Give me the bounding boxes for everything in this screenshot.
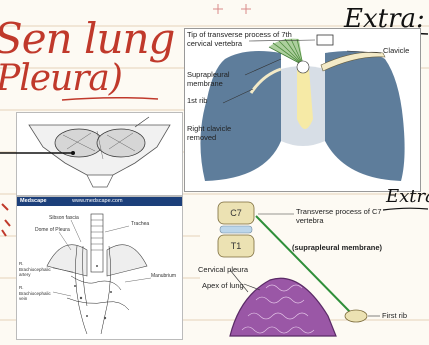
label-apex-of-lung: Apex of lung: [202, 282, 244, 291]
note-title-line2: Pleura): [0, 58, 122, 99]
label-transverse-process: Transverse process of C7 vertebra: [296, 208, 382, 225]
label-right-clavicle: Right clavicle removed: [187, 125, 243, 142]
note-title-line1: Sen lung: [0, 14, 174, 63]
label-cervical-pleura: Cervical pleura: [198, 266, 248, 275]
red-mark: [0, 200, 14, 240]
medscape-figure: Medscape www.medscape.com: [16, 196, 183, 340]
medscape-header: Medscape www.medscape.com: [17, 197, 182, 206]
figure-lung-apex: C7 T1 Transverse process of C7 vertebra …: [200, 196, 429, 340]
medscape-label-sibson: Sibson fascia: [49, 215, 79, 222]
label-first-rib: 1st rib: [187, 97, 207, 106]
label-clavicle: Clavicle: [383, 47, 409, 56]
medscape-url: www.medscape.com: [72, 198, 122, 204]
title-underline: [60, 94, 160, 104]
medscape-label-manubrium: Manubrium: [151, 273, 176, 280]
vertebra-t1-label: T1: [218, 241, 254, 251]
label-suprapleural-membrane: (suprapleural membrane): [292, 244, 382, 253]
medscape-label-artery: R. Brachiocephalic artery: [19, 261, 55, 278]
medscape-label-vein: R. Brachiocephalic vein: [19, 285, 55, 302]
figure-thoracic-inlet: Tip of transverse process of 7th cervica…: [184, 28, 421, 192]
vertebra-c7-label: C7: [218, 208, 254, 218]
label-suprapleural: Suprapleural membrane: [187, 71, 247, 88]
pointer-line: [0, 148, 80, 158]
label-tip-transverse: Tip of transverse process of 7th cervica…: [187, 31, 315, 48]
medscape-label-dome: Dome of Pleura: [35, 227, 70, 234]
medscape-label-trachea: Trachea: [131, 221, 149, 228]
medscape-brand: Medscape: [20, 198, 47, 204]
label-first-rib-bottom: First rib: [382, 312, 407, 321]
